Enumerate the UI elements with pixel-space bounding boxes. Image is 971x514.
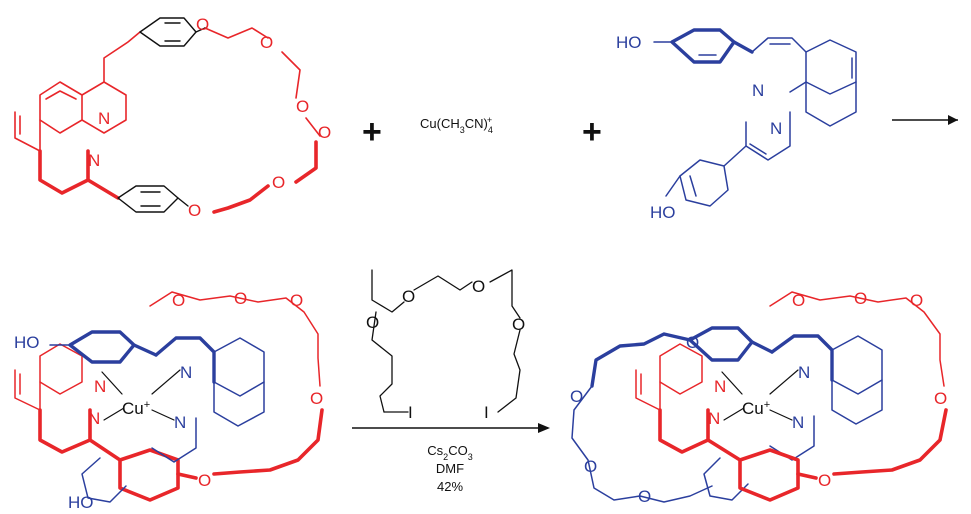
oxygen-label: O [570,387,583,406]
catenane-product [571,291,948,503]
nitrogen-label: N [798,363,810,382]
oxygen-label: O [472,277,485,296]
reaction-conditions: Cs2CO3 DMF 42% [427,443,472,494]
oxygen-label: O [366,313,379,332]
nitrogen-label: N [752,81,764,100]
nitrogen-label: N [792,413,804,432]
oxygen-label: O [318,123,331,142]
nitrogen-label: N [708,409,720,428]
oxygen-label: O [172,291,185,310]
macrocycle-reactant [14,17,321,214]
iodine-label: I [484,403,489,422]
oxygen-label: O [686,333,699,352]
diiodo-atom-labels: O O O O I I [366,277,525,422]
oxygen-label: O [934,389,947,408]
reaction-arrow-icon [892,115,958,125]
oxygen-label: O [234,289,247,308]
oxygen-label: O [512,315,525,334]
oxygen-label: O [198,471,211,490]
hydroxyl-label: HO [650,203,676,222]
nitrogen-label: N [174,413,186,432]
oxygen-label: O [402,287,415,306]
plus-sign: + [582,113,602,151]
oxygen-label: O [854,289,867,308]
oxygen-label: O [290,291,303,310]
diiodo-reagent [371,269,521,413]
oxygen-label: O [818,471,831,490]
base-label: Cs2CO3 [427,443,472,462]
complex-atom-labels: HO N N N N Cu+ O O O O O HO [14,289,323,512]
yield-label: 42% [437,479,463,494]
hydroxyl-label: HO [14,333,40,352]
oxygen-label: O [910,291,923,310]
oxygen-label: O [196,15,209,34]
iodine-label: I [408,403,413,422]
oxygen-label: O [638,487,651,506]
oxygen-label: O [188,201,201,220]
copper-complex-reactant [14,291,324,503]
product-atom-labels: O O O O N N N N Cu+ O O O O O [570,289,947,506]
copper-label: Cu+ [122,399,150,418]
oxygen-label: O [296,97,309,116]
oxygen-label: O [272,173,285,192]
nitrogen-label: N [94,377,106,396]
hydroxyl-label: HO [616,33,642,52]
nitrogen-label: N [180,363,192,382]
thread-atom-labels: HO N N HO [616,33,782,222]
copper-label: Cu+ [742,399,770,418]
oxygen-label: O [792,291,805,310]
oxygen-label: O [260,33,273,52]
nitrogen-label: N [770,119,782,138]
nitrogen-label: N [714,377,726,396]
oxygen-label: O [584,457,597,476]
reaction-arrow-icon [352,423,550,433]
nitrogen-label: N [88,409,100,428]
macrocycle-atom-labels: N N O O O O O O [88,15,331,220]
hydroxyl-label: HO [68,493,94,512]
thread-reactant [653,28,857,207]
copper-reagent: Cu(CH3CN)4+ [420,115,493,135]
plus-sign: + [362,113,382,151]
nitrogen-label: N [88,151,100,170]
solvent-label: DMF [436,461,464,476]
nitrogen-label: N [98,109,110,128]
oxygen-label: O [310,389,323,408]
